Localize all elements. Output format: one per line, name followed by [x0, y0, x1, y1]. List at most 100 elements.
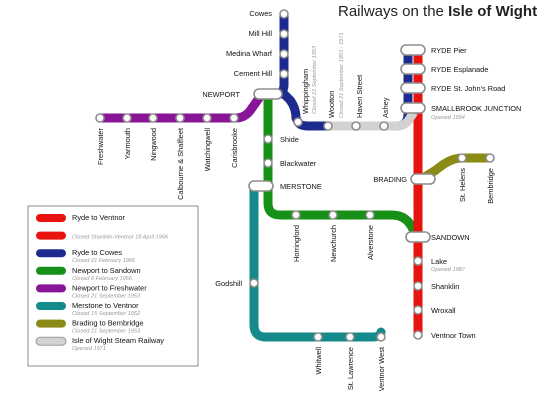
- note-lake: Opened 1987: [431, 267, 466, 273]
- stop-st-helens: [457, 153, 467, 163]
- stop-ventnor-west: [376, 332, 386, 342]
- label-shanklin: Shanklin: [431, 282, 459, 291]
- stop-medina-wharf: [279, 49, 289, 59]
- legend-name-6: Brading to Bembridge: [72, 319, 144, 328]
- note-whippingham: Closed 21 September 1953: [312, 45, 318, 114]
- stop-cement-hill: [279, 69, 289, 79]
- label-ryde-pier: RYDE Pier: [431, 46, 467, 55]
- line-newport-sandown: [263, 89, 419, 237]
- legend-name-5: Merstone to Ventnor: [72, 301, 139, 310]
- label-ashey: Ashey: [381, 97, 390, 118]
- label-haven-street: Haven Street: [355, 75, 364, 118]
- stop-watchingwell: [202, 113, 212, 123]
- note-wootton: Closed 21 September 1953 - 1971: [339, 32, 345, 118]
- stop-st-lawrence: [345, 332, 355, 342]
- stop-ryde-st-johns: [400, 82, 426, 94]
- legend-name-4: Newport to Freshwater: [72, 283, 147, 292]
- stop-shanklin: [413, 281, 423, 291]
- label-cowes: Cowes: [249, 9, 272, 18]
- label-st-helens: St. Helens: [458, 168, 467, 202]
- label-lake: Lake: [431, 257, 447, 266]
- stop-ventnor-town: [413, 330, 423, 340]
- label-wroxall: Wroxall: [431, 306, 456, 315]
- label-smallbrook: SMALLBROOK JUNCTION: [431, 104, 521, 113]
- stop-sandown: [405, 231, 431, 243]
- legend-note-2: Closed 21 February 1966: [72, 258, 136, 264]
- stop-calbourne: [175, 113, 185, 123]
- legend-name-7: Isle of Wight Steam Railway: [72, 336, 164, 345]
- stop-wootton: [323, 121, 333, 131]
- stop-godshill: [249, 278, 259, 288]
- label-godshill: Godshill: [215, 279, 242, 288]
- label-carisbrooke: Carisbrooke: [230, 128, 239, 168]
- label-freshwater: Freshwater: [96, 127, 105, 165]
- legend-name-3: Newport to Sandown: [72, 266, 141, 275]
- map-title-bold: Isle of Wight: [448, 3, 537, 20]
- label-st-lawrence: St. Lawrence: [346, 347, 355, 390]
- label-ventnor-town: Ventnor Town: [431, 331, 476, 340]
- stop-shide: [263, 134, 273, 144]
- legend-note-4: Closed 21 September 1953: [72, 293, 141, 299]
- label-horringford: Horringford: [292, 225, 301, 262]
- label-calbourne: Calbourne & Shalfleet: [176, 128, 185, 200]
- stop-alverstone: [365, 210, 375, 220]
- label-ryde-esplanade: RYDE Esplanade: [431, 65, 488, 74]
- label-merstone: MERSTONE: [280, 182, 322, 191]
- stop-blackwater: [263, 158, 273, 168]
- stop-ashey: [379, 121, 389, 131]
- legend-note-6: Closed 21 September 1953: [72, 329, 141, 335]
- stop-bembridge: [485, 153, 495, 163]
- label-ningwood: Ningwood: [149, 128, 158, 161]
- label-mill-hill: Mill Hill: [249, 29, 273, 38]
- legend-swatch-0: [36, 214, 66, 222]
- label-wootton: Wootton: [327, 91, 336, 118]
- label-medina-wharf: Medina Wharf: [226, 49, 273, 58]
- stop-yarmouth: [122, 113, 132, 123]
- label-whitwell: Whitwell: [314, 347, 323, 375]
- label-shide: Shide: [280, 135, 299, 144]
- stop-ryde-pier: [400, 44, 426, 56]
- stop-whitwell: [313, 332, 323, 342]
- label-newport: NEWPORT: [202, 90, 240, 99]
- stop-ryde-esplanade: [400, 63, 426, 75]
- stop-newchurch: [328, 210, 338, 220]
- label-bembridge: Bembridge: [486, 168, 495, 204]
- stop-carisbrooke: [229, 113, 239, 123]
- legend-swatch-4: [36, 284, 66, 293]
- label-sandown: SANDOWN: [431, 233, 470, 242]
- legend-name-0: Ryde to Ventnor: [72, 213, 126, 222]
- legend-swatch-6: [36, 319, 66, 328]
- label-newchurch: Newchurch: [329, 225, 338, 262]
- map-title: Railways on the Isle of Wight: [338, 3, 537, 20]
- legend-swatch-7: [35, 336, 67, 346]
- stop-ningwood: [148, 113, 158, 123]
- label-blackwater: Blackwater: [280, 159, 317, 168]
- stop-newport: [253, 88, 283, 100]
- line-steam-railway: [323, 107, 419, 131]
- legend-swatch-1: [36, 231, 66, 240]
- stop-mill-hill: [279, 29, 289, 39]
- label-ryde-st-johns: RYDE St. John's Road: [431, 84, 505, 93]
- stop-freshwater: [95, 113, 105, 123]
- legend-name-2: Ryde to Cowes: [72, 248, 122, 257]
- legend-swatch-2: [36, 249, 66, 258]
- stop-haven-street: [351, 121, 361, 131]
- stop-wroxall: [413, 305, 423, 315]
- stop-horringford: [291, 210, 301, 220]
- map-title-prefix: Railways on the: [338, 3, 444, 20]
- note-smallbrook: Opened 1994: [431, 115, 465, 121]
- stop-brading: [410, 173, 436, 185]
- label-watchingwell: Watchingwell: [203, 128, 212, 172]
- legend-note-5: Closed 15 September 1952: [72, 311, 141, 317]
- label-yarmouth: Yarmouth: [123, 128, 132, 160]
- stop-cowes: [279, 9, 289, 19]
- legend-note-7: Opened 1971: [72, 346, 106, 352]
- stop-smallbrook: [400, 102, 426, 114]
- stop-whippingham: [293, 117, 303, 127]
- label-brading: BRADING: [373, 175, 407, 184]
- stop-lake: [413, 256, 423, 266]
- stop-merstone: [248, 180, 274, 192]
- legend-swatch-3: [36, 266, 66, 275]
- legend-note-1: Closed Shanklin-Ventnor 18 April 1966: [72, 235, 169, 241]
